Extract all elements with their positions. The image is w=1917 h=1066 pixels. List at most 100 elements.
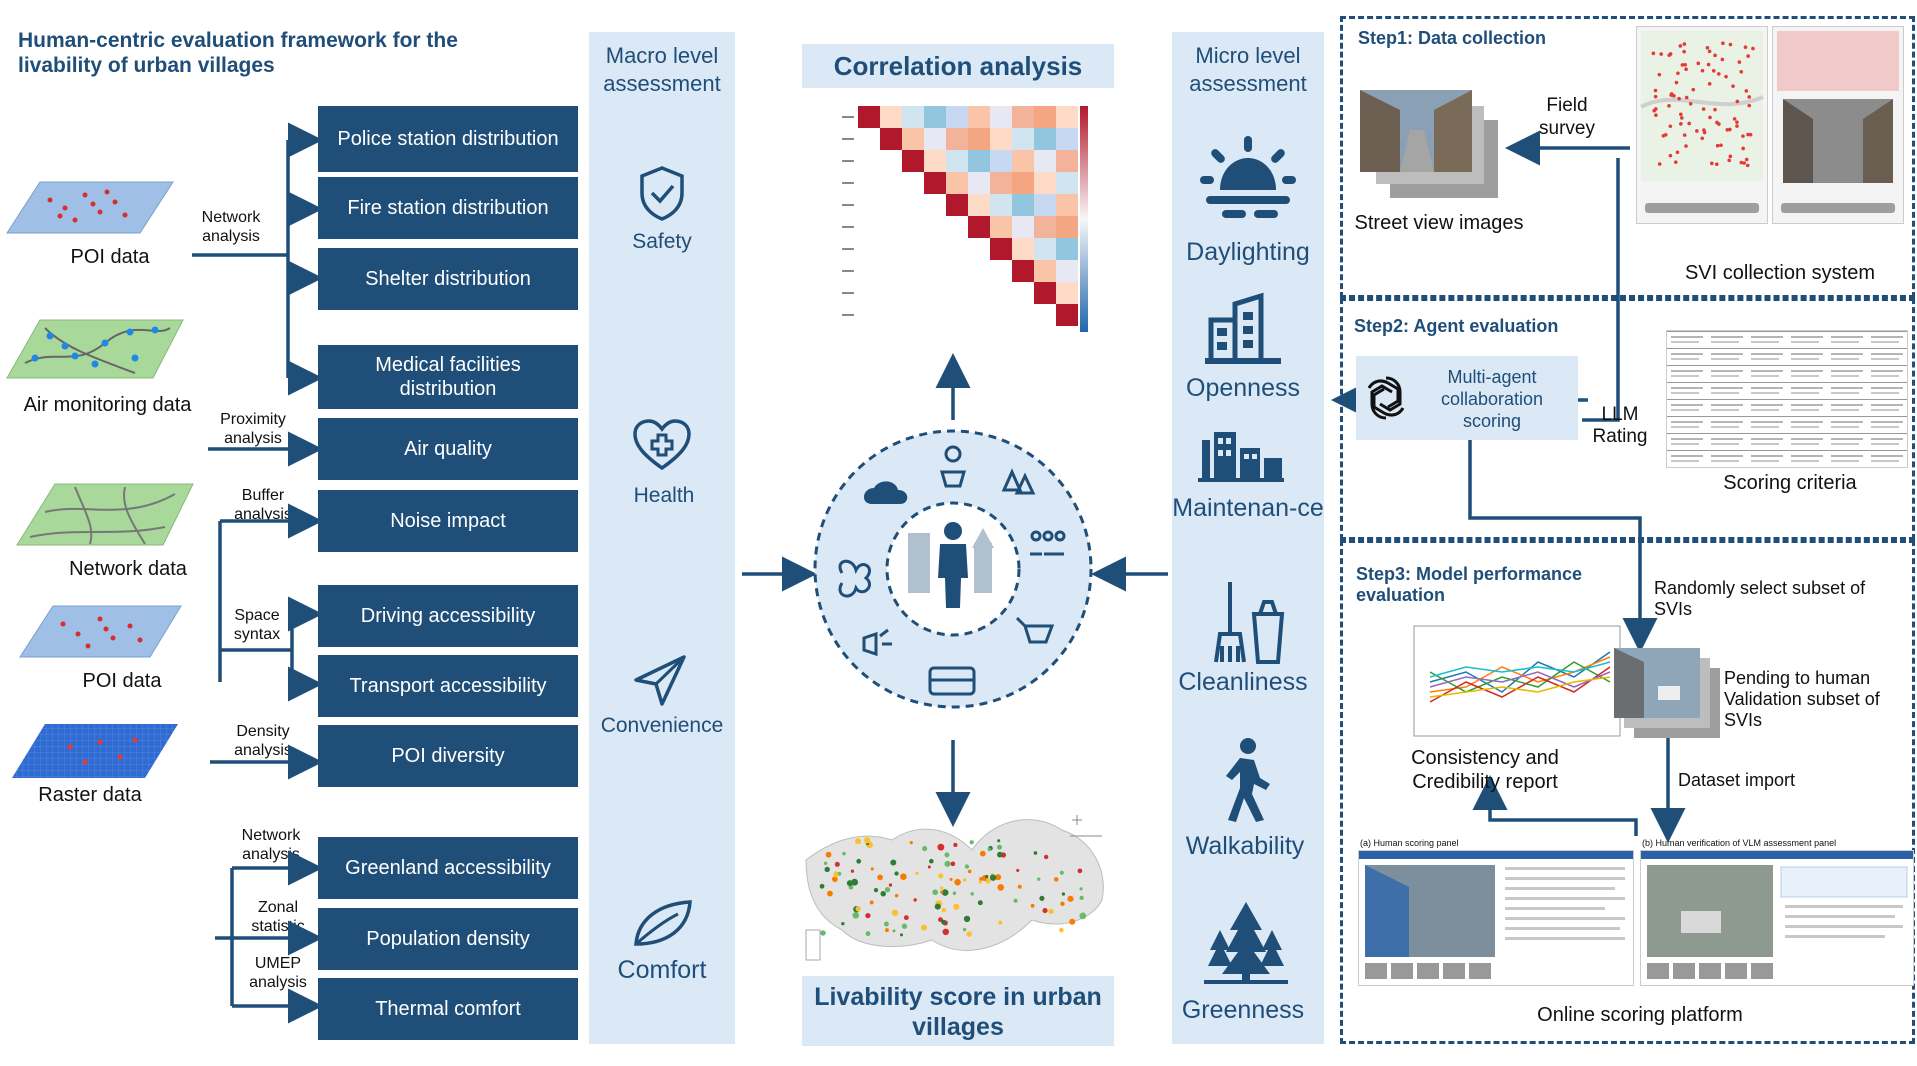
- table-text-line: [1751, 438, 1783, 440]
- map-dot: [922, 846, 928, 852]
- map-pin: [1668, 124, 1673, 129]
- map-dot: [997, 839, 1001, 843]
- source-label-poi-2: POI data: [82, 670, 162, 692]
- table-text-line: [1711, 336, 1743, 338]
- macro-dim-safety: Safety: [632, 230, 692, 253]
- map-pin: [1747, 103, 1752, 108]
- table-text-line: [1751, 375, 1779, 377]
- map-dot: [1033, 851, 1038, 855]
- map-pin: [1720, 57, 1725, 62]
- micro-heading: Micro level assessment: [1189, 43, 1307, 96]
- map-pin: [1673, 160, 1678, 164]
- table-text-line: [1671, 426, 1699, 428]
- table-text-line: [1871, 426, 1899, 428]
- map-dot: [884, 886, 891, 893]
- map-pin: [1742, 161, 1747, 165]
- map-dot: [987, 847, 991, 852]
- map-dot: [894, 893, 899, 898]
- table-text-line: [1671, 336, 1703, 338]
- map-dot: [977, 900, 983, 906]
- vlm-verification-panel: [1640, 850, 1914, 986]
- map-dot: [823, 861, 828, 866]
- map-dot: [964, 864, 970, 869]
- heatmap-cell: [990, 106, 1012, 128]
- map-pin: [1691, 87, 1696, 92]
- map-pin: [1687, 121, 1692, 126]
- table-text-line: [1791, 455, 1823, 457]
- heatmap-cell: [990, 216, 1012, 238]
- heatmap-cell: [902, 106, 924, 128]
- map-dot: [1013, 898, 1018, 903]
- poi-map-icon-2: [19, 605, 182, 658]
- map-dot: [842, 851, 846, 856]
- table-text-line: [1831, 392, 1859, 394]
- table-text-line: [1831, 460, 1859, 462]
- chart-series-line: [1429, 671, 1611, 688]
- map-dot: [985, 878, 991, 884]
- heart-health-icon: [633, 419, 691, 471]
- table-text-line: [1791, 426, 1819, 428]
- table-text-line: [1831, 404, 1863, 406]
- map-pin: [1741, 134, 1745, 138]
- panel-a-label: (a) Human scoring panel: [1360, 838, 1459, 848]
- map-pin: [1684, 144, 1688, 148]
- map-pin: [1688, 101, 1693, 106]
- map-dot: [832, 876, 838, 883]
- street-view-label: Street view images: [1354, 212, 1524, 234]
- heatmap-row-tick: [842, 270, 854, 272]
- table-text-line: [1671, 375, 1699, 377]
- map-pin: [1657, 72, 1662, 77]
- table-text-line: [1671, 370, 1703, 372]
- table-text-line: [1871, 421, 1903, 423]
- indicator-transport: Transport accessibility: [318, 655, 578, 717]
- table-text-line: [1871, 336, 1903, 338]
- table-text-line: [1671, 460, 1699, 462]
- map-pin: [1741, 146, 1745, 151]
- map-pin: [1706, 62, 1711, 67]
- heatmap-cell: [1012, 260, 1034, 282]
- step1-box: [1340, 16, 1915, 298]
- table-text-line: [1751, 336, 1783, 338]
- map-dot: [913, 898, 917, 902]
- heatmap-cell: [968, 172, 990, 194]
- analysis-label-density: Density analysis: [234, 723, 292, 759]
- leaf-icon: [634, 900, 692, 946]
- table-text-line: [1871, 455, 1903, 457]
- micro-dim-maintenance: Maintenan-ce: [1172, 494, 1324, 522]
- map-dot: [934, 903, 941, 910]
- heatmap-cell: [1012, 106, 1034, 128]
- heatmap-cell: [990, 128, 1012, 150]
- table-text-line: [1831, 375, 1859, 377]
- heatmap-cell: [946, 128, 968, 150]
- map-pin: [1714, 162, 1719, 167]
- random-select-label: Randomly select subset of SVIs: [1654, 578, 1866, 619]
- heatmap-cell: [968, 106, 990, 128]
- svi-phone-screen-2: [1772, 26, 1904, 224]
- map-pin: [1728, 154, 1733, 159]
- map-pin: [1682, 133, 1687, 137]
- map-pin: [1707, 82, 1712, 86]
- map-dot: [953, 842, 958, 848]
- micro-dim-daylighting: Daylighting: [1186, 238, 1310, 266]
- heatmap-cell: [990, 238, 1012, 260]
- map-pin: [1735, 124, 1739, 128]
- heatmap-cell: [1034, 150, 1056, 172]
- page-title: Human-centric evaluation framework for t…: [18, 29, 458, 77]
- table-text-line: [1871, 392, 1899, 394]
- heatmap-row-tick: [842, 292, 854, 294]
- map-pin: [1739, 160, 1744, 165]
- map-dot: [927, 865, 931, 869]
- macro-dim-comfort: Comfort: [617, 956, 707, 984]
- map-pin: [1715, 143, 1720, 148]
- map-dot: [1030, 903, 1035, 908]
- indicator-poi-diversity: POI diversity: [318, 725, 578, 787]
- map-dot: [869, 900, 874, 905]
- map-dot: [941, 919, 946, 925]
- map-dot: [870, 867, 874, 871]
- heatmap-cell: [1012, 216, 1034, 238]
- map-dot: [825, 851, 832, 858]
- heatmap-cell: [946, 194, 968, 216]
- table-text-line: [1711, 375, 1739, 377]
- table-text-line: [1831, 341, 1859, 343]
- table-rule: [1667, 348, 1907, 349]
